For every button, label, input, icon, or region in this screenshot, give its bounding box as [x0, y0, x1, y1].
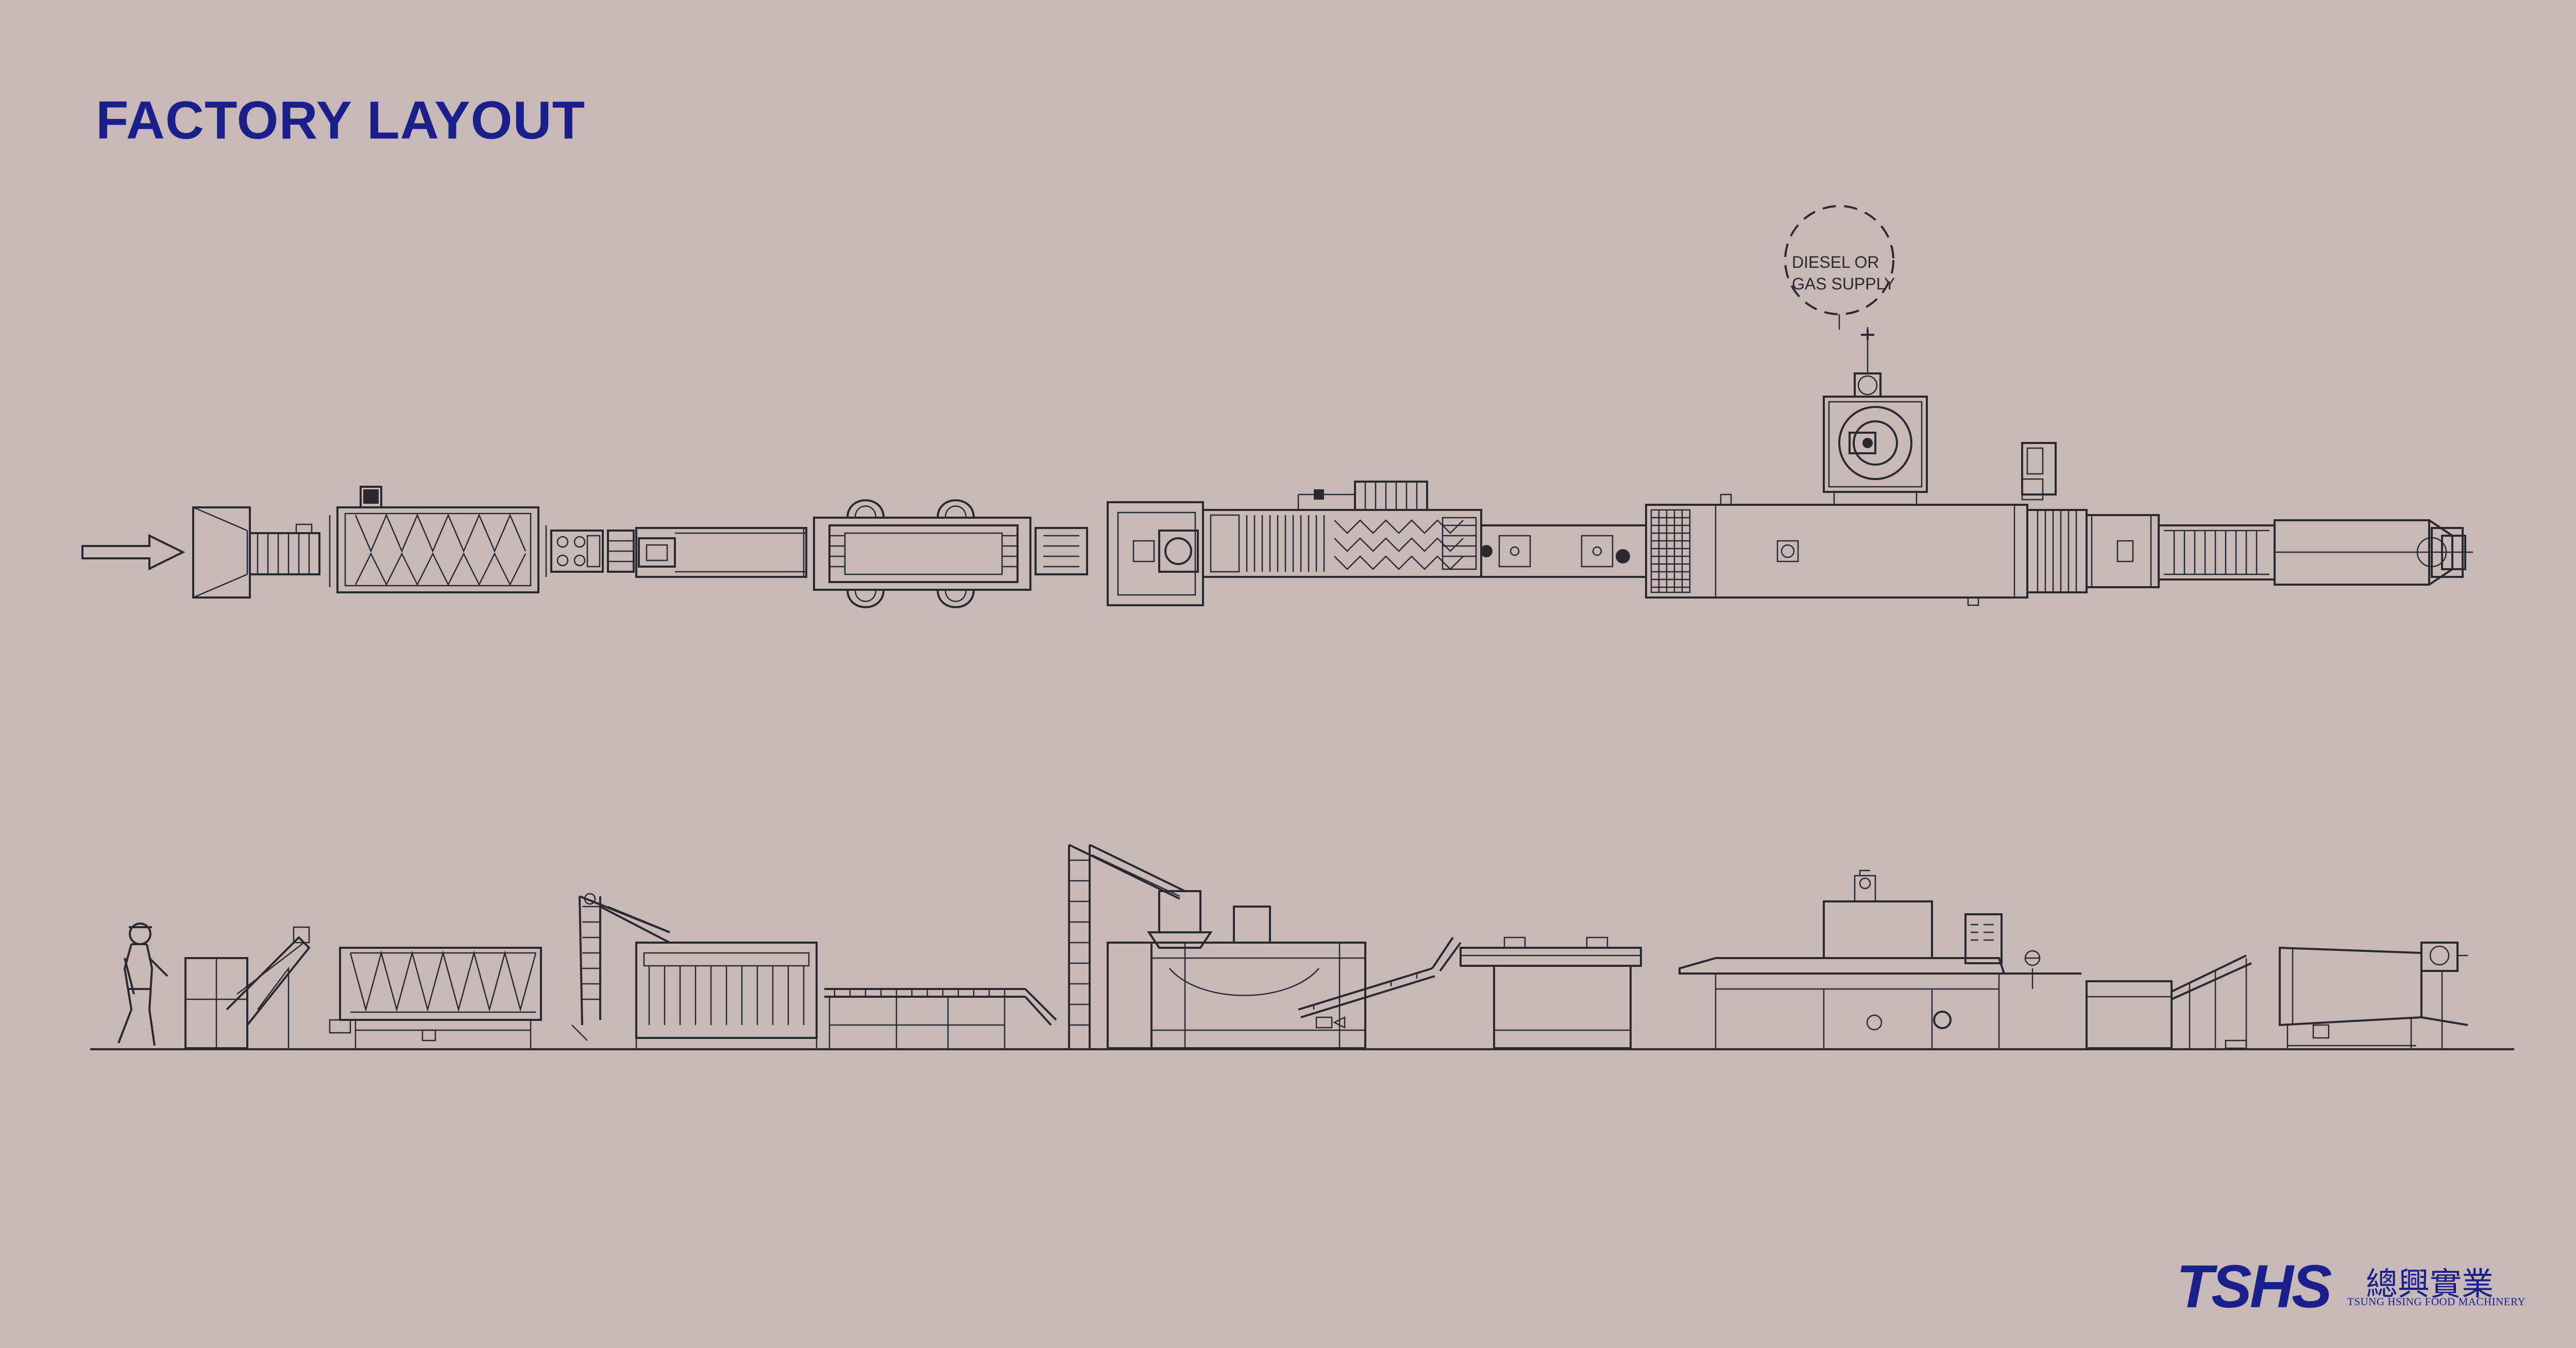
fuel-note-line2: GAS SUPPLY	[1792, 275, 1895, 293]
fuel-note-line1: DIESEL OR	[1792, 253, 1879, 271]
brand-logo: TSHS	[2176, 1253, 2332, 1321]
dewatering-plan	[1107, 501, 1204, 606]
brand-chinese-name: 總興實業	[2366, 1265, 2494, 1303]
blancher-plan	[813, 499, 1088, 608]
dryer-elevation	[1679, 869, 2006, 1048]
plan-view: DIESEL OR GAS SUPPLY	[81, 205, 2473, 608]
fryer-elevation	[1068, 844, 1462, 1049]
conveyor-2-plan	[1480, 524, 1647, 578]
elevation-view	[90, 844, 2514, 1050]
brand-english-name: TSUNG HSING FOOD MACHINERY	[2347, 1295, 2526, 1308]
washer-drum-plan	[329, 486, 547, 593]
feed-hopper-plan	[192, 506, 320, 599]
elevator-cutter-elevation	[571, 893, 818, 1048]
feed-hopper-elevation	[184, 926, 311, 1049]
cooling-conveyor-plan	[2026, 509, 2473, 593]
cutter-plan	[550, 530, 635, 573]
page-title: FACTORY LAYOUT	[96, 91, 586, 150]
dryer-plan: DIESEL OR GAS SUPPLY	[1645, 205, 2057, 606]
fryer-plan	[1202, 481, 1482, 578]
conveyor-1-elevation	[824, 988, 1057, 1048]
conveyor-2-elevation	[1460, 936, 1642, 1049]
washer-drum-elevation	[329, 947, 542, 1048]
conveyor-1-plan	[635, 527, 807, 578]
seasoning-drum-elevation	[2279, 942, 2468, 1048]
exit-conveyor-elevation	[2004, 950, 2252, 1049]
flow-arrow-icon	[81, 534, 185, 571]
fuel-supply-circle	[1784, 205, 1894, 315]
operator-figure	[117, 923, 168, 1046]
